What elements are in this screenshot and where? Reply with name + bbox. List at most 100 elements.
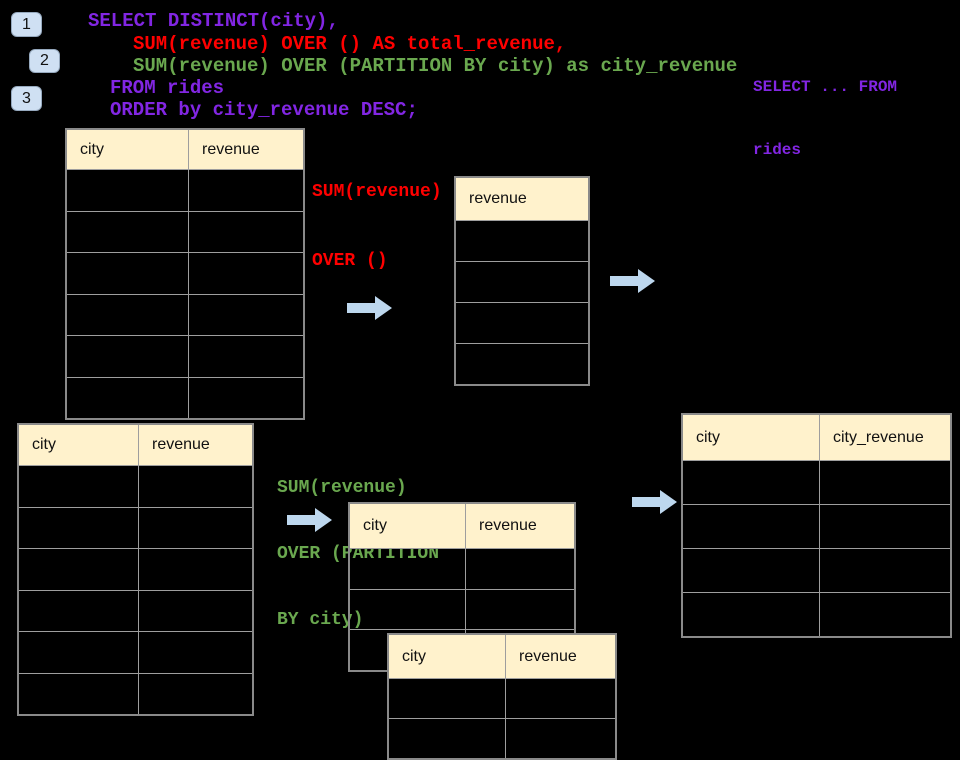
table-cell [819,505,950,548]
table-row [683,504,950,548]
table-cell [350,590,465,630]
table-cell [505,719,615,758]
table-cell [188,211,303,252]
table-row [683,592,950,636]
step-badge-1: 1 [11,12,42,37]
table-row [67,169,303,211]
table-cell [67,378,188,419]
table-cell [19,549,138,590]
side-note-line2: rides [753,141,802,159]
table-cell [683,505,819,548]
column-header: revenue [138,425,252,465]
side-note: SELECT ... FROM rides [753,35,897,182]
table-cell [188,377,303,418]
arrow-right-icon [632,489,678,515]
annotation-partition-line2: OVER (PARTITION [277,544,440,564]
table-row [67,252,303,294]
column-header: revenue [188,130,303,169]
table-cell [67,295,188,336]
step-badge-3: 3 [11,86,42,111]
arrow-right-icon [287,507,333,533]
table-cell [19,591,138,632]
table-cell [465,589,574,629]
table-cell [389,719,505,758]
annotation-total-line2: OVER () [312,251,388,271]
table-cell [67,253,188,294]
table-cell [19,674,138,715]
table-row [19,548,252,590]
table-cell [819,549,950,592]
table-row [456,220,588,261]
table-row [683,460,950,504]
annotation-total-revenue: SUM(revenue) OVER () [312,135,442,296]
table-cell [188,294,303,335]
table-cell [819,461,950,504]
table-cell [683,461,819,504]
table-row [19,631,252,673]
table-cell [389,679,505,718]
sql-line-from: FROM rides [110,77,225,99]
table-cell [138,507,252,548]
annotation-total-line1: SUM(revenue) [312,182,442,202]
table-cell [138,632,252,673]
table-total-revenue: revenue [454,176,590,386]
table-cell [188,336,303,377]
table-row [67,210,303,253]
sql-line-partition: SUM(revenue) OVER (PARTITION BY city) as… [133,55,738,77]
table-row [350,548,574,589]
table-body [389,678,615,758]
table-cell [19,508,138,549]
annotation-partition-line1: SUM(revenue) [277,478,407,498]
table-cell [67,212,188,253]
table-body [683,460,950,636]
table-cell [456,262,588,302]
column-header: city_revenue [819,415,950,460]
table-row [19,672,252,715]
table-row [350,588,574,630]
table-row [456,302,588,343]
table-cell [465,549,574,589]
arrow-right-icon [347,295,393,321]
table-cell [138,590,252,631]
table-cell [505,679,615,718]
table-cell [456,303,588,343]
table-body [67,169,303,418]
table-cell [456,221,588,261]
table-cell [138,549,252,590]
table-row [389,678,615,718]
table-header-row: revenue [456,178,588,220]
table-cell [188,253,303,294]
table-row [67,376,303,419]
table-body [19,465,252,714]
table-row [67,293,303,336]
slide-canvas: { "colors": { "background": "#000000", "… [11,10,952,760]
table-row [19,589,252,632]
column-header: revenue [465,504,574,548]
column-header: city [67,130,188,169]
table-cell [683,549,819,592]
table-row [683,548,950,592]
table-cell [138,673,252,714]
table-cell [456,344,588,384]
table-cell [19,632,138,673]
table-body [456,220,588,384]
table-cell [67,170,188,211]
column-header: revenue [505,635,615,678]
table-cell [350,549,465,589]
table-cell [819,593,950,636]
table-cell [138,466,252,507]
table-cell [67,336,188,377]
step-badge-2: 2 [29,49,60,73]
sql-line-order: ORDER by city_revenue DESC; [110,99,418,121]
table-cell [19,466,138,507]
column-header: city [19,425,138,465]
table-row [19,506,252,549]
